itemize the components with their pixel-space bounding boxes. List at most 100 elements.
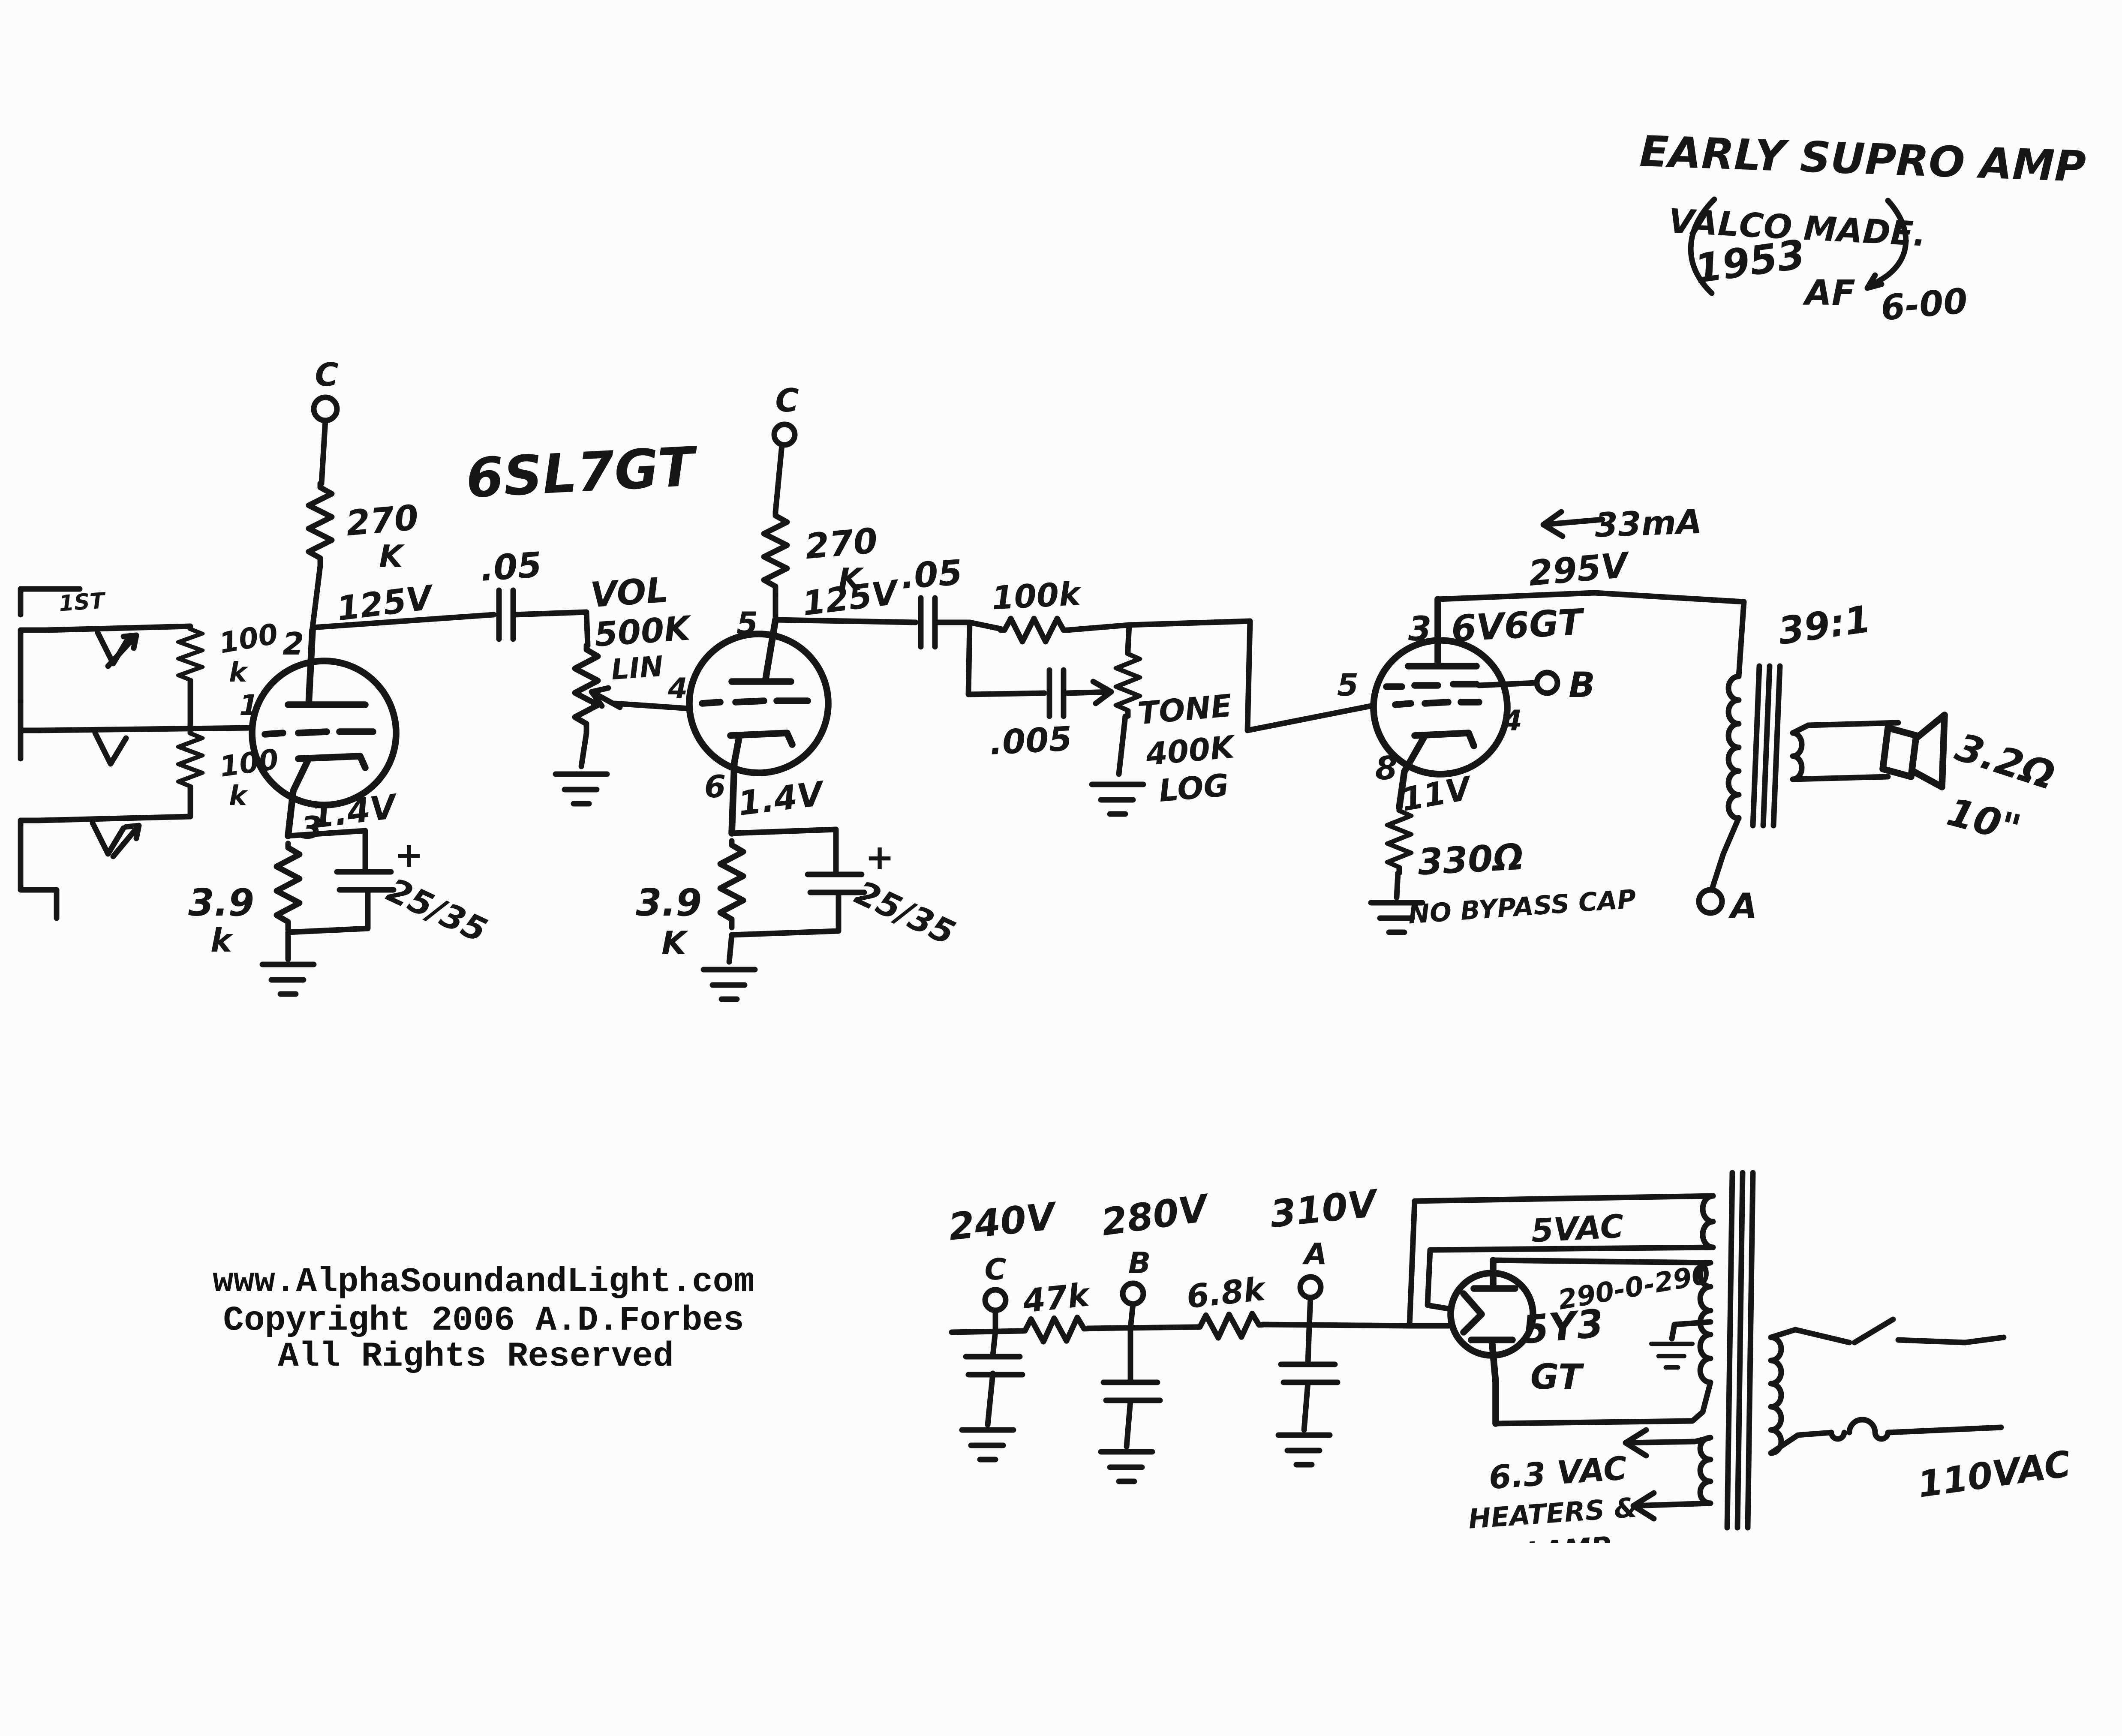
resistor-cathode-value: 330Ω (1417, 836, 1525, 883)
filter-cap3-leads (1301, 1324, 1312, 1433)
capacitor-coupling (499, 590, 513, 639)
resistor-plate-value: 270 (344, 498, 420, 544)
winding-heater-coil (1697, 1435, 1713, 1506)
title-main: EARLY SUPRO AMP (1639, 127, 2086, 192)
wire-rk-to-ground (1394, 870, 1401, 901)
volume-name: VOL (589, 570, 670, 616)
tube-envelope-2 (686, 631, 832, 776)
terminal-a-label: A (1728, 886, 1758, 927)
plate-voltage: 295V (1527, 545, 1632, 594)
terminal-c-icon (982, 1287, 1009, 1313)
rail-wires (949, 1294, 1454, 1335)
plate-voltage: 125V (800, 573, 902, 623)
capacitor-bypass (808, 874, 864, 892)
tone-name: TONE (1136, 688, 1233, 732)
preamp-stage1: C 270 K 2 125V .05 3 1.4V + 25/35 3.9 k (188, 356, 591, 994)
input-label: 1ST (58, 588, 107, 617)
rect-filament (1460, 1290, 1485, 1336)
ground-icon (556, 774, 607, 804)
node-a-label: A (1302, 1237, 1327, 1271)
winding-5vac-coil (1700, 1193, 1716, 1250)
jack-bracket-bottom (18, 817, 60, 921)
tone-taper: LOG (1157, 767, 1230, 809)
footer-website: www.AlphaSoundandLight.com (213, 1263, 754, 1302)
jack-contact-2 (92, 730, 129, 767)
tone-pot-element (1116, 651, 1139, 717)
title-price: 6-00 (1879, 281, 1969, 328)
resistor-grid2-unit: k (229, 780, 249, 811)
input-wire-2 (36, 814, 193, 823)
heater-arrow-bottom (1630, 1490, 1713, 1522)
tone-wiper-arrow (1064, 679, 1114, 706)
scan-cutoff-mask (1479, 1543, 1710, 1589)
resistor-series-100k (1001, 619, 1067, 642)
plate-current: 33mA (1594, 503, 1703, 545)
wire-to-ground (726, 932, 735, 965)
resistor-cathode (720, 841, 743, 928)
wire-terminal-to-ra (319, 417, 328, 487)
tone-pot-bottom (1116, 713, 1128, 777)
terminal-a-icon (1696, 887, 1725, 916)
pin-screen: 4 (1502, 704, 1522, 737)
capacitor-bypass-value: 25/35 (849, 874, 961, 953)
capacitor-bypass (337, 872, 394, 890)
rect-plate-top (1470, 1257, 1518, 1292)
filter-cap2-leads (1124, 1325, 1133, 1450)
winding-ht-label: 290-0-290 (1556, 1258, 1713, 1316)
capacitor-coupling-value: .05 (479, 545, 543, 589)
wire-after-100k (1064, 618, 1374, 733)
input-wire-1 (43, 623, 193, 633)
resistor-grid1 (179, 626, 202, 685)
tube1-cathode (285, 753, 369, 839)
capacitor-tone (1049, 670, 1064, 716)
node-c-voltage: 240V (947, 1194, 1060, 1249)
ground-icon (962, 1430, 1013, 1460)
terminal-b-icon (1534, 670, 1560, 696)
wire-plate-node (310, 612, 497, 631)
resistor-grid1-unit: k (229, 657, 249, 688)
node-b-voltage: 280V (1098, 1186, 1213, 1245)
title-initials: AF (1802, 273, 1855, 313)
tube-envelope-1 (249, 658, 400, 808)
switch-icon (1851, 1316, 2007, 1346)
pt-primary-coil (1768, 1334, 1784, 1456)
capacitor-bypass-plus: + (865, 838, 894, 878)
wire-pot-to-ground (578, 730, 589, 769)
paren-right (1864, 198, 1909, 291)
node-b-label: B (1128, 1246, 1151, 1280)
pin-grid: 5 (1337, 667, 1359, 703)
capacitor-coupling (921, 598, 935, 647)
winding-heater-label1: 6.3 VAC (1488, 1449, 1628, 1496)
jack-arrow-1 (105, 632, 139, 669)
pin-plate: 2 (283, 626, 304, 662)
wire-cap-return (729, 889, 842, 938)
capacitor-bypass-value: 25/35 (381, 871, 493, 950)
wire-cap-return (285, 887, 371, 935)
tone-pot-top (1125, 622, 1132, 654)
node-a-voltage: 310V (1268, 1181, 1382, 1236)
wire-ra-to-node (310, 563, 323, 631)
tube2-grid-dashes (699, 697, 811, 707)
winding-ht-centertap (1669, 1319, 1713, 1342)
pin-cathode: 6 (704, 769, 726, 805)
resistor-cathode-value: 3.9 (636, 881, 702, 925)
speaker-impedance: 3.2Ω (1950, 725, 2060, 799)
ot-primary-coil (1725, 673, 1742, 821)
capacitor-tone-value: .005 (989, 720, 1073, 763)
mains-label: 110VAC (1915, 1443, 2074, 1506)
wire-cathode-node (285, 828, 368, 875)
ot-secondary-coil (1790, 730, 1805, 782)
filter-cap3 (1281, 1364, 1338, 1382)
resistor-plate-unit: K (379, 538, 405, 574)
tube2-plate (728, 616, 794, 685)
supply-terminal-label: C (775, 381, 799, 419)
capacitor-coupling-value: .05 (899, 553, 964, 597)
ground-icon (703, 970, 755, 999)
volume-taper: LIN (610, 650, 664, 686)
resistor-47k-value: 47k (1021, 1276, 1093, 1320)
ground-icon (1092, 784, 1143, 814)
tube3-cathode (1396, 730, 1477, 811)
resistor-plate-unit: K (838, 562, 864, 598)
ground-icon (1101, 1452, 1152, 1481)
winding-5vac-label: 5VAC (1530, 1207, 1625, 1249)
